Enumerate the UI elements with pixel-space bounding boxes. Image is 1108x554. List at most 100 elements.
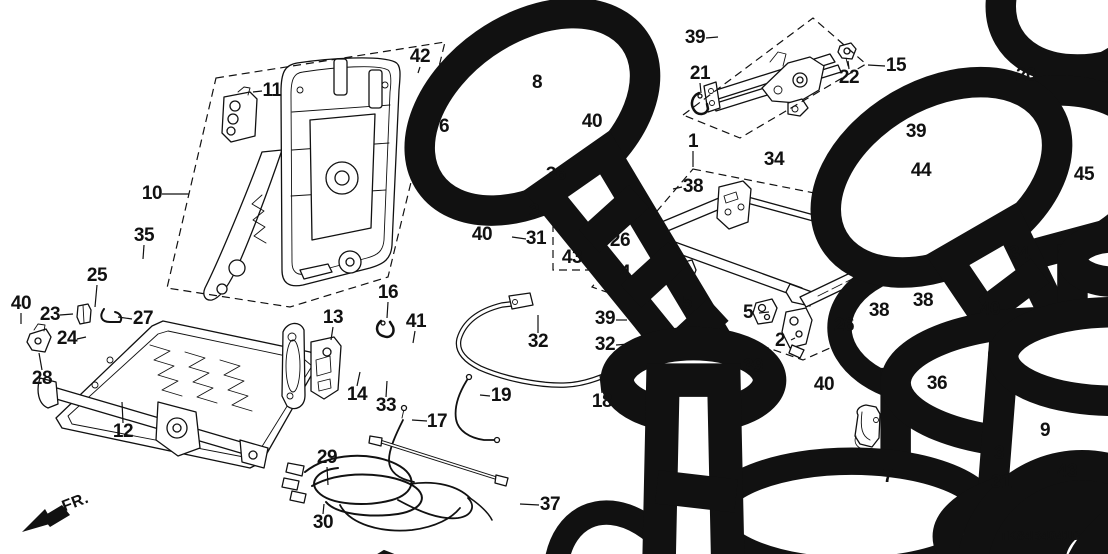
part-callout-12[interactable]: 12 (112, 421, 134, 442)
part-callout-17[interactable]: 17 (426, 411, 448, 432)
part-callout-39[interactable]: 39 (742, 356, 764, 377)
part-callout-14[interactable]: 14 (346, 384, 368, 405)
assembly-boundary (166, 41, 446, 308)
part-callout-36[interactable]: 36 (545, 164, 567, 185)
leader-line (121, 401, 124, 424)
leader-line (867, 64, 886, 67)
part-callout-19[interactable]: 19 (490, 385, 512, 406)
part-hinge-plate-2 (781, 307, 813, 359)
part-callout-27[interactable]: 27 (132, 308, 154, 329)
leader-line (322, 503, 325, 515)
part-callout-40[interactable]: 40 (471, 224, 493, 245)
part-wire-hook-16 (375, 319, 395, 339)
part-wire-hook-21 (690, 91, 710, 116)
leader-line (386, 301, 389, 319)
part-callout-15[interactable]: 15 (885, 55, 907, 76)
part-callout-18[interactable]: 18 (591, 391, 613, 412)
assembly-boundary (681, 17, 868, 139)
leader-line (142, 244, 145, 260)
part-callout-38[interactable]: 38 (912, 290, 934, 311)
part-callout-21[interactable]: 21 (689, 63, 711, 84)
part-callout-44[interactable]: 44 (910, 160, 932, 181)
part-callout-43[interactable]: 43 (1056, 461, 1078, 482)
fr-direction-arrow (22, 505, 70, 532)
leader-line (330, 326, 334, 341)
part-callout-20[interactable]: 20 (1015, 65, 1037, 86)
part-callout-1[interactable]: 1 (687, 131, 699, 152)
leader-line (672, 186, 683, 190)
part-callout-40[interactable]: 40 (10, 293, 32, 314)
leader-line (59, 313, 74, 316)
part-cable-19 (454, 373, 501, 444)
part-callout-39[interactable]: 39 (594, 308, 616, 329)
part-latch-22 (837, 42, 857, 67)
part-callout-33[interactable]: 33 (375, 395, 397, 416)
part-callout-5[interactable]: 5 (681, 293, 693, 314)
part-recliner-cover-13 (281, 322, 342, 410)
leader-line (417, 66, 421, 74)
part-callout-36[interactable]: 36 (926, 373, 948, 394)
part-callout-6[interactable]: 6 (438, 116, 450, 137)
leader-line (326, 466, 329, 486)
part-callout-8[interactable]: 8 (531, 72, 543, 93)
part-callout-9[interactable]: 9 (1039, 420, 1051, 441)
part-callout-3[interactable]: 3 (993, 443, 1005, 464)
part-callout-32[interactable]: 32 (527, 331, 549, 352)
part-callout-26[interactable]: 26 (833, 315, 855, 336)
part-callout-41[interactable]: 41 (405, 311, 427, 332)
leader-line (519, 503, 540, 506)
part-callout-30[interactable]: 30 (312, 512, 334, 533)
part-callout-42[interactable]: 42 (409, 46, 431, 67)
leader-line (847, 60, 850, 70)
part-callout-11[interactable]: 11 (262, 80, 282, 101)
leader-line (758, 311, 770, 314)
part-callout-45[interactable]: 45 (1073, 164, 1095, 185)
part-seat-cushion-frame (37, 320, 321, 469)
leader-line (511, 236, 527, 240)
part-callout-31[interactable]: 31 (990, 472, 1012, 493)
part-pivot-plate (221, 86, 258, 143)
part-callout-22[interactable]: 22 (838, 67, 860, 88)
part-callout-4[interactable]: 4 (619, 262, 631, 283)
part-callout-39[interactable]: 39 (905, 121, 927, 142)
part-callout-5[interactable]: 5 (742, 302, 754, 323)
part-callout-43[interactable]: 43 (561, 247, 583, 268)
part-callout-13[interactable]: 13 (322, 307, 344, 328)
part-callout-37[interactable]: 37 (539, 494, 561, 515)
part-callout-31[interactable]: 31 (525, 228, 547, 249)
part-callout-34[interactable]: 34 (763, 149, 785, 170)
part-callout-23[interactable]: 23 (39, 304, 61, 325)
leader-line (411, 419, 428, 422)
part-callout-40[interactable]: 40 (979, 299, 1001, 320)
leader-line (385, 380, 388, 398)
part-bracket-28 (26, 323, 52, 353)
part-callout-10[interactable]: 10 (141, 183, 163, 204)
leader-line (705, 36, 719, 39)
part-callout-24[interactable]: 24 (56, 328, 78, 349)
part-callout-35[interactable]: 35 (133, 225, 155, 246)
part-hook-27 (100, 308, 123, 323)
part-clip-23 (76, 303, 92, 325)
part-callout-40[interactable]: 40 (813, 374, 835, 395)
part-callout-26[interactable]: 26 (609, 230, 631, 251)
part-callout-28[interactable]: 28 (31, 368, 53, 389)
leader-line (252, 90, 263, 93)
part-callout-38[interactable]: 38 (868, 300, 890, 321)
leader-line (356, 371, 361, 387)
part-wire-harness (281, 454, 493, 532)
part-callout-38[interactable]: 38 (682, 176, 704, 197)
part-callout-2[interactable]: 2 (774, 330, 786, 351)
part-callout-25[interactable]: 25 (86, 265, 108, 286)
part-callout-16[interactable]: 16 (377, 282, 399, 303)
part-callout-34[interactable]: 34 (1008, 243, 1030, 264)
part-callout-29[interactable]: 29 (316, 447, 338, 468)
diagram-code: TK84B4041D (999, 528, 1081, 543)
part-callout-40[interactable]: 40 (581, 111, 603, 132)
part-callout-32[interactable]: 32 (594, 334, 616, 355)
part-hinge-plate-5b (752, 298, 778, 325)
part-callout-7[interactable]: 7 (882, 466, 894, 487)
part-callout-3[interactable]: 3 (528, 201, 540, 222)
part-callout-39[interactable]: 39 (684, 27, 706, 48)
